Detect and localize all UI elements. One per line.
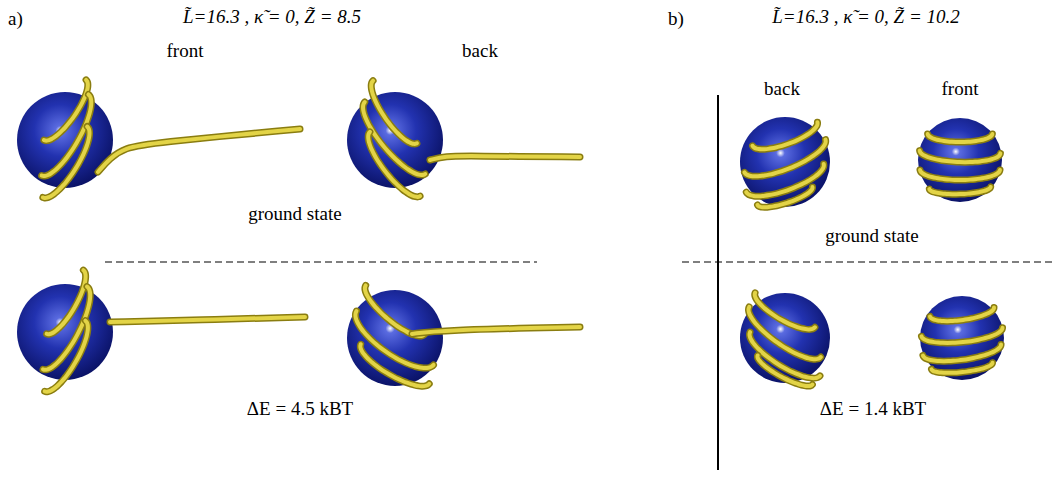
chain — [929, 187, 990, 194]
chain-outline — [920, 151, 1001, 163]
chain-outline — [755, 293, 815, 330]
chain-outline — [45, 321, 88, 392]
chain — [928, 134, 993, 142]
colloid-sphere — [17, 284, 113, 380]
figure-label: front — [167, 40, 204, 63]
chain — [923, 345, 1001, 362]
chain — [363, 102, 425, 175]
chain — [430, 156, 580, 160]
colloid-sphere-group — [347, 285, 580, 386]
chain-outline — [923, 345, 1001, 362]
chain — [921, 328, 1002, 343]
colloid-sphere — [347, 290, 443, 386]
colloid-sphere — [920, 296, 1004, 380]
chain-outline — [43, 127, 90, 198]
chain-outline — [744, 140, 825, 177]
figure-label: b) — [668, 8, 684, 31]
chain-outline — [928, 134, 993, 142]
chain — [920, 151, 1001, 163]
panel-separator — [717, 95, 719, 470]
chain — [920, 170, 1000, 180]
colloid-sphere — [918, 118, 1002, 202]
figure-label: ΔE = 4.5 kBT — [247, 398, 353, 421]
chain-outline — [412, 327, 580, 334]
colloid-sphere — [347, 92, 443, 188]
chain-outline — [921, 328, 1002, 343]
chain — [110, 317, 305, 322]
figure-label: a) — [8, 8, 23, 31]
chain-outline — [98, 129, 300, 172]
chain — [931, 363, 992, 373]
colloid-sphere-group — [740, 117, 830, 207]
chain-outline — [757, 355, 812, 386]
panel-title: L̃=16.3 , κ̃ = 0, Z̃ = 8.5 — [183, 6, 361, 29]
colloid-sphere-group — [918, 118, 1002, 202]
colloid-sphere-group — [740, 293, 830, 386]
chain — [744, 140, 825, 177]
divider — [105, 261, 537, 262]
chain — [360, 344, 429, 386]
chain-outline — [360, 344, 429, 386]
chain — [757, 355, 812, 386]
chain — [45, 321, 88, 392]
panel-title: L̃=16.3 , κ̃ = 0, Z̃ = 10.2 — [772, 6, 959, 29]
chain — [753, 122, 818, 149]
chain-outline — [43, 287, 90, 370]
colloid-sphere — [740, 293, 830, 383]
chain-outline — [365, 285, 424, 336]
figure-label: ΔE = 1.4 kBT — [820, 398, 926, 421]
chain-outline — [931, 363, 992, 373]
figure-label: back — [462, 40, 498, 63]
colloid-sphere-group — [347, 81, 580, 197]
chain — [42, 94, 92, 176]
colloid-sphere-group — [17, 270, 305, 392]
chain-outline — [363, 102, 425, 175]
figure-label: ground state — [825, 225, 918, 248]
chain — [365, 285, 424, 336]
chain — [43, 287, 90, 370]
figure-label: back — [764, 78, 800, 101]
chain-outline — [42, 94, 92, 176]
chain-outline — [930, 308, 994, 322]
chain-outline — [430, 156, 580, 160]
chain — [758, 187, 813, 207]
chain — [43, 127, 90, 198]
chain-outline — [920, 170, 1000, 180]
chain — [755, 293, 815, 330]
chain — [368, 132, 420, 197]
chain-outline — [929, 187, 990, 194]
colloid-sphere — [740, 117, 830, 207]
chain-outline — [368, 132, 420, 197]
chain-outline — [758, 187, 813, 207]
chain-outline — [753, 122, 818, 149]
chain — [930, 308, 994, 322]
chain — [412, 327, 580, 334]
divider — [682, 261, 1055, 262]
colloid-sphere-group — [920, 296, 1004, 380]
figure-label: ground state — [248, 203, 341, 226]
chain-outline — [110, 317, 305, 322]
chain — [98, 129, 300, 172]
colloid-sphere-group — [17, 80, 300, 198]
figure-label: front — [942, 78, 979, 101]
